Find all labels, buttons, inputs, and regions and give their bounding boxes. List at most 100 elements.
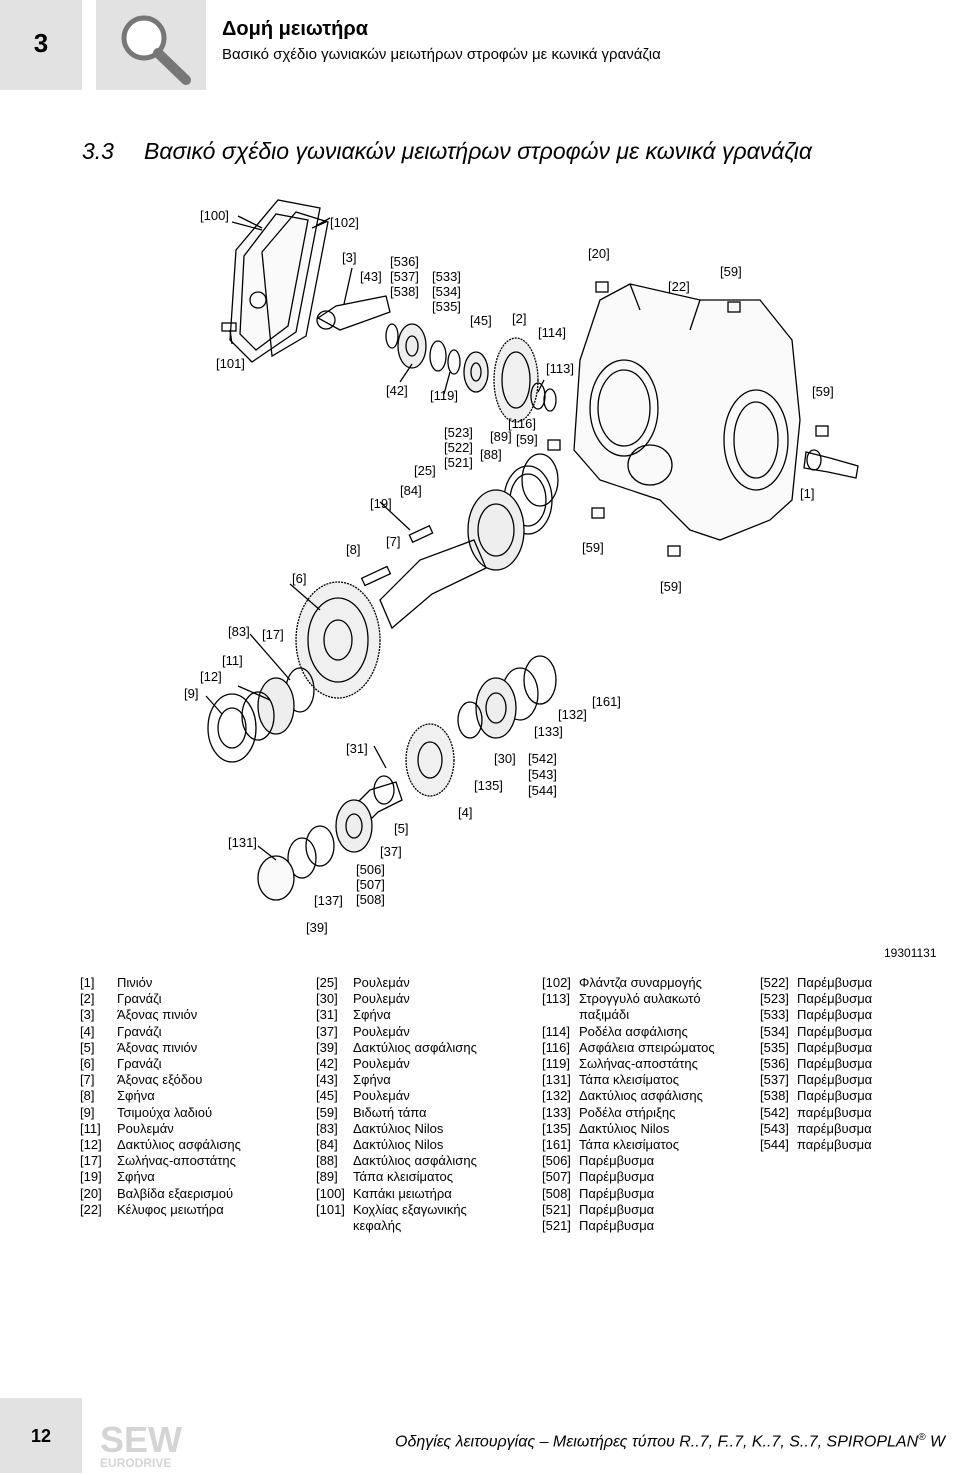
svg-text:SEW: SEW — [100, 1420, 182, 1460]
drawing-label: [4] — [458, 805, 473, 820]
legend-key: [538] — [760, 1088, 789, 1104]
drawing-label: [507] — [356, 877, 385, 892]
drawing-label: [59] — [720, 264, 742, 279]
legend-key: [119] — [542, 1056, 570, 1072]
legend-value: Άξονας πινιόν — [117, 1007, 198, 1023]
drawing-label: [506] — [356, 862, 385, 877]
legend-key: [22] — [80, 1201, 102, 1217]
legend-value: Δακτύλιος ασφάλισης — [353, 1039, 477, 1055]
legend-row: [31]Σφήνα — [316, 1007, 477, 1023]
legend-value: Παρέμβυσμα — [579, 1185, 655, 1201]
chapter-number: 3 — [33, 28, 49, 58]
legend-key: [19] — [80, 1169, 102, 1185]
drawing-label: [8] — [346, 542, 361, 557]
drawing-label: [31] — [346, 741, 368, 756]
drawing-label: [20] — [588, 246, 610, 261]
legend-row: [533]Παρέμβυσμα — [760, 1007, 872, 1023]
drawing-label: [535] — [432, 299, 461, 314]
drawing-label: [544] — [528, 783, 557, 798]
drawing-label: [42] — [386, 383, 408, 398]
drawing-label: [30] — [494, 751, 516, 766]
legend-row: [25]Ρουλεμάν — [316, 975, 477, 991]
drawing-label: [538] — [390, 284, 419, 299]
section-title: Βασικό σχέδιο γωνιακών μειωτήρων στροφών… — [144, 138, 812, 164]
chapter-icon-box — [96, 0, 206, 90]
drawing-label: [113] — [546, 361, 574, 376]
legend-value: παρέμβυσμα — [797, 1104, 872, 1120]
legend-row: [114]Ροδέλα ασφάλισης — [542, 1024, 715, 1040]
drawing-label: [543] — [528, 767, 557, 782]
legend-value: Πινιόν — [117, 975, 153, 990]
drawing-label: [521] — [444, 455, 473, 470]
drawing-label: [119] — [430, 388, 458, 403]
drawing-label: [39] — [306, 920, 328, 935]
legend-row: [43]Σφήνα — [316, 1072, 477, 1088]
legend-key: [521] — [542, 1218, 571, 1234]
legend-key: [161] — [542, 1137, 571, 1153]
drawing-label: [131] — [228, 835, 257, 850]
drawing-label: [102] — [330, 215, 359, 230]
legend-key: [102] — [542, 975, 571, 990]
legend-value: Σφήνα — [117, 1169, 155, 1185]
legend-key: [507] — [542, 1169, 571, 1185]
legend-row: [89]Τάπα κλεισίματος — [316, 1169, 477, 1185]
drawing-label: [7] — [386, 534, 401, 549]
legend-key: [88] — [316, 1153, 338, 1169]
legend-key: [6] — [80, 1056, 95, 1072]
legend-value: κεφαλής — [353, 1218, 402, 1234]
legend-key: [20] — [80, 1185, 102, 1201]
legend-row: [6]Γρανάζι — [80, 1056, 241, 1072]
legend-row: [88] Δακτύλιος ασφάλισης — [316, 1153, 477, 1169]
figure-id: 19301131 — [884, 946, 937, 960]
legend-value: Παρέμβυσμα — [797, 1039, 873, 1055]
drawing-label: [114] — [538, 325, 566, 340]
drawing-label: [101] — [216, 356, 245, 371]
drawing-label: [11] — [222, 653, 243, 668]
legend-value: παξιμάδι — [579, 1007, 630, 1023]
legend-value: Δακτύλιος ασφάλισης — [353, 1153, 477, 1169]
legend-value: Παρέμβυσμα — [579, 1153, 655, 1169]
legend-value: Παρέμβυσμα — [579, 1218, 655, 1234]
legend-value: Δακτύλιος Nilos — [353, 1120, 444, 1136]
legend-key: [17] — [80, 1153, 102, 1169]
drawing-label: [59] — [812, 384, 834, 399]
drawing-label: [1] — [800, 486, 815, 501]
legend-value: Γρανάζι — [117, 1023, 162, 1039]
legend-column-1: [1]Πινιόν[2]Γρανάζι[3]Άξονας πινιόν[4]Γρ… — [80, 975, 241, 1218]
legend-key: [135] — [542, 1120, 571, 1136]
legend-value: Παρέμβυσμα — [579, 1169, 655, 1185]
legend-key: [1] — [80, 975, 95, 990]
legend-value: Τσιμούχα λαδιού — [117, 1104, 213, 1120]
legend-key: [59] — [316, 1104, 338, 1120]
legend-column-4: [522]Παρέμβυσμα[523]Παρέμβυσμα[533]Παρέμ… — [760, 975, 872, 1153]
legend-value: Παρέμβυσμα — [797, 1072, 873, 1088]
drawing-label: [12] — [200, 669, 222, 684]
legend-value: Ρουλεμάν — [353, 1023, 410, 1039]
drawing-label: [100] — [200, 208, 229, 223]
legend-value: Φλάντζα συναρμογής — [579, 975, 702, 990]
legend-row: [508]Παρέμβυσμα — [542, 1186, 715, 1202]
legend-row: [12]Δακτύλιος ασφάλισης — [80, 1137, 241, 1153]
legend-value: Δακτύλιος Nilos — [353, 1137, 444, 1153]
drawing-label: [137] — [314, 893, 343, 908]
legend-key: [39] — [316, 1039, 338, 1055]
magnifier-icon — [121, 15, 191, 85]
legend-key: [101] — [316, 1201, 345, 1217]
legend-key: [5] — [80, 1039, 95, 1055]
legend-key: [133] — [542, 1104, 571, 1120]
legend-column-3: [102]Φλάντζα συναρμογής[113]Στρογγυλό αυ… — [542, 975, 715, 1234]
drawing-label: [25] — [414, 463, 436, 478]
legend-row: [8]Σφήνα — [80, 1088, 241, 1104]
legend-row: [135]Δακτύλιος Nilos — [542, 1121, 715, 1137]
legend-value: Σωλήνας-αποστάτης — [117, 1153, 236, 1169]
legend-value: Σφήνα — [353, 1007, 391, 1023]
legend-row: [37]Ρουλεμάν — [316, 1024, 477, 1040]
legend-value: Ροδέλα στήριξης — [579, 1104, 676, 1120]
legend-key: [89] — [316, 1169, 338, 1185]
legend-value: Ρουλεμάν — [353, 991, 410, 1007]
legend-value: Ρουλεμάν — [353, 1056, 410, 1072]
drawing-label: [88] — [480, 447, 502, 462]
legend-row: [522]Παρέμβυσμα — [760, 975, 872, 991]
legend-key: [131] — [542, 1072, 571, 1088]
drawing-label: [89] — [490, 429, 512, 444]
